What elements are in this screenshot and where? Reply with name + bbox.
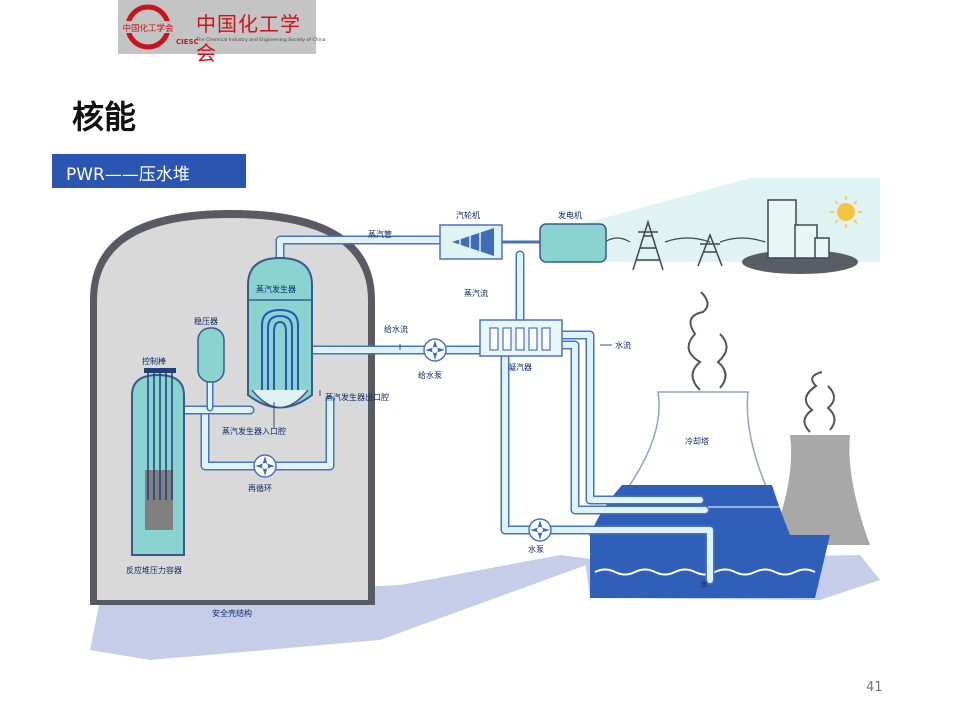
society-seal-icon: 中国化工学会 <box>122 4 174 50</box>
label-condenser: 凝汽器 <box>508 362 532 372</box>
label-pressurizer: 稳压器 <box>194 316 218 326</box>
condenser-tubes <box>489 327 551 351</box>
generator <box>539 223 607 263</box>
sun-rays <box>830 196 862 228</box>
pylon-icon <box>632 219 664 271</box>
water-pump-icon <box>528 518 552 542</box>
ground-shadow <box>90 555 600 660</box>
building-icon <box>767 199 797 259</box>
pipes <box>180 235 715 585</box>
label-turbine: 汽轮机 <box>456 210 480 220</box>
logo-abbreviation: CIESC <box>176 38 199 46</box>
steam-cloud-icon-2 <box>716 333 728 389</box>
power-lines <box>604 237 766 243</box>
society-logo: 中国化工学会 CIESC 中国化工学会 The Chemical Industr… <box>118 0 326 65</box>
label-containment: 安全壳结构 <box>212 608 252 618</box>
leader-lines <box>273 344 612 428</box>
label-water-pump: 水泵 <box>528 544 544 554</box>
label-recirculation: 再循环 <box>248 483 272 493</box>
label-feedwater-flow: 给水流 <box>384 324 408 334</box>
label-control-rods: 控制棒 <box>142 356 166 366</box>
label-steam-flow: 蒸汽流 <box>464 288 488 298</box>
cooling-tower-secondary <box>770 435 870 545</box>
pressurizer <box>197 327 225 383</box>
recirculation-pump-icon <box>253 454 277 478</box>
label-generator: 发电机 <box>558 210 582 220</box>
reactor-core <box>145 470 173 530</box>
building-icon-2 <box>794 224 818 259</box>
sg-tube-bundle <box>261 308 299 390</box>
label-reactor-vessel: 反应堆压力容器 <box>126 565 182 575</box>
slide-title: 核能 <box>72 98 137 136</box>
logo-name-en: The Chemical Industry and Engineering So… <box>196 38 326 43</box>
label-steam-generator: 蒸汽发生器 <box>256 284 296 294</box>
label-water: 水 <box>700 579 708 589</box>
label-sg-inlet: 蒸汽发生器入口腔 <box>222 426 286 436</box>
steam-cloud-icon <box>687 291 709 391</box>
label-sg-outlet: 蒸汽发生器出口腔 <box>325 392 389 402</box>
building-icon-3 <box>814 237 830 259</box>
control-rod-drive <box>144 368 176 373</box>
label-cooling-tower: 冷却塔 <box>685 436 709 446</box>
logo-name-cn: 中国化工学会 <box>196 12 301 65</box>
feedwater-pump-icon <box>423 338 447 362</box>
sg-inlet-outlet-chamber <box>251 389 309 409</box>
steam-generator <box>247 256 313 409</box>
steam-cloud-icon-4 <box>826 385 836 431</box>
basin-waves <box>594 568 816 576</box>
section-banner: PWR——压水堆 <box>52 154 246 188</box>
city-background <box>560 178 880 262</box>
sun-icon <box>837 203 855 221</box>
steam-cloud-icon-3 <box>803 371 823 433</box>
pylon-icon-2 <box>697 232 723 267</box>
label-water-flow: 水流 <box>615 340 631 350</box>
page-number: 41 <box>866 680 883 695</box>
label-feedwater-pump: 给水泵 <box>418 370 442 380</box>
label-steam-pipe: 蒸汽管 <box>368 229 392 239</box>
seal-text: 中国化工学会 <box>122 23 174 34</box>
section-banner-label: PWR——压水堆 <box>66 165 190 185</box>
turbine-blades-icon <box>452 228 494 256</box>
control-rods-icon <box>147 372 173 500</box>
